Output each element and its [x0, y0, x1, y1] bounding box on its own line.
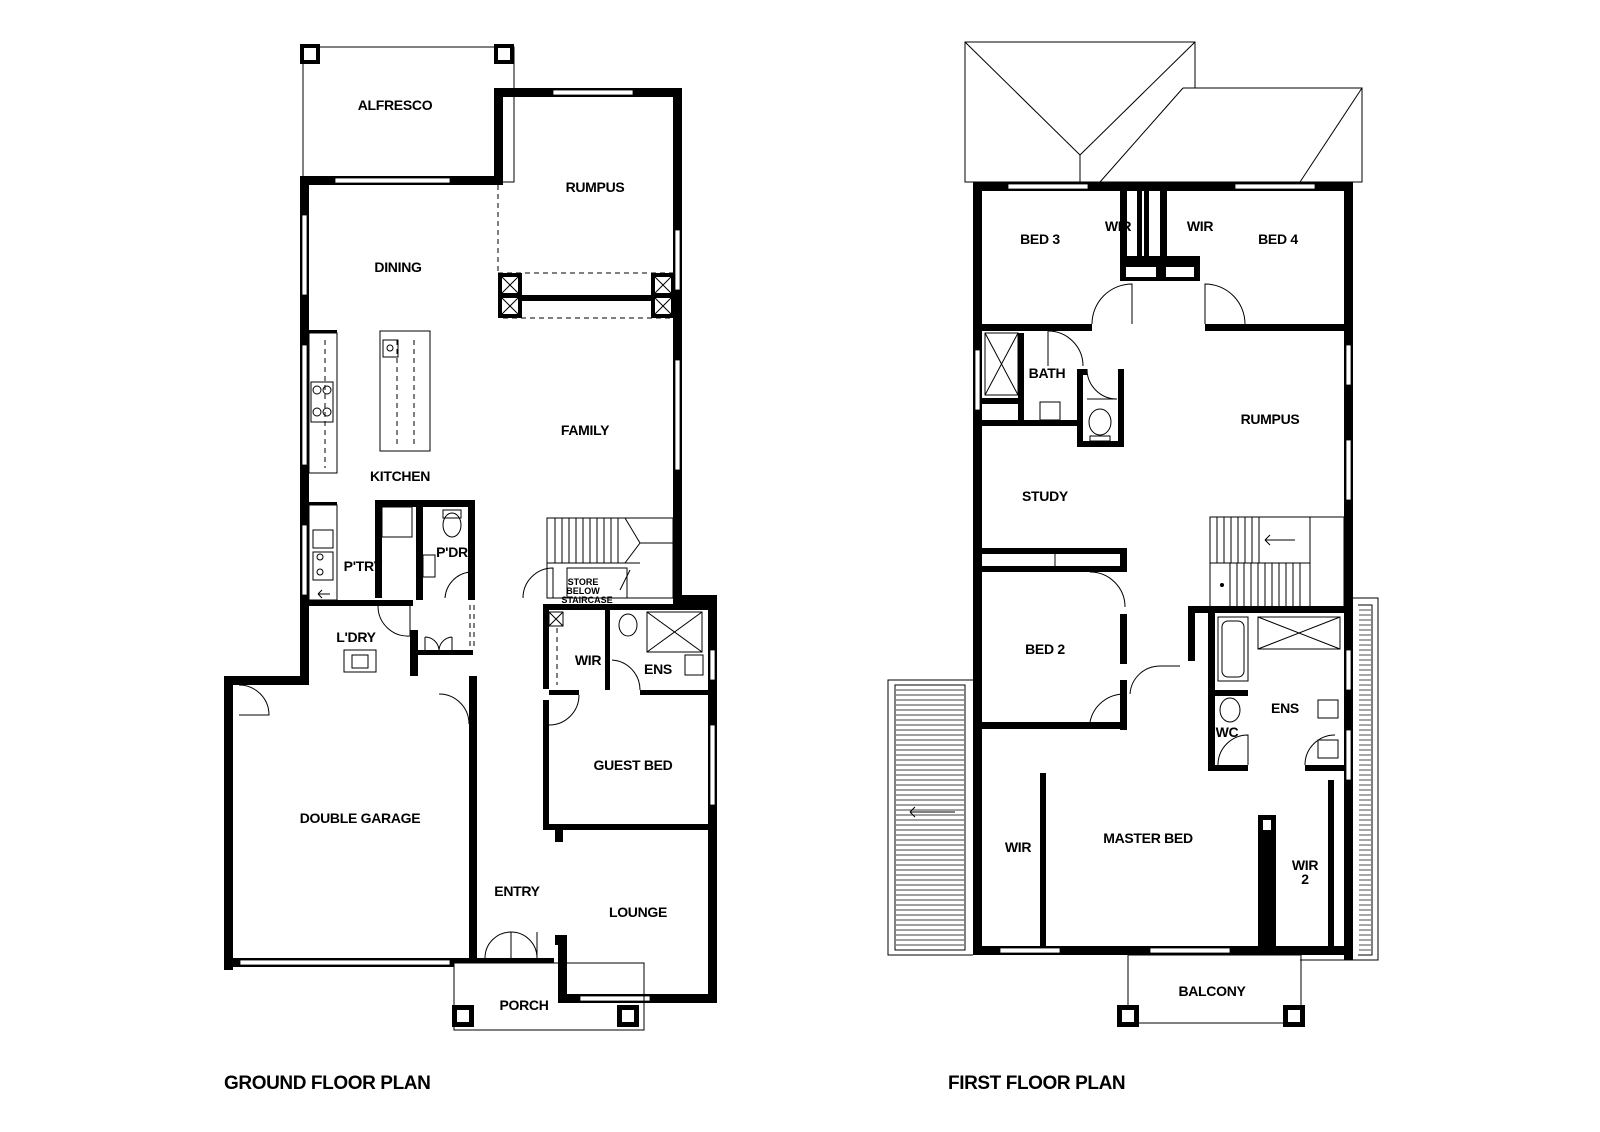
room-label-double-garage: DOUBLE GARAGE [300, 810, 421, 826]
rumpus-opening [497, 185, 675, 319]
first-room-labels: BED 3 WIR WIR BED 4 BATH RUMPUS STUDY BE… [1005, 218, 1319, 999]
first-floor-plan: BED 3 WIR WIR BED 4 BATH RUMPUS STUDY BE… [887, 41, 1379, 1094]
room-label-wir-right: WIR [1187, 218, 1214, 234]
room-label-wir-left: WIR [1105, 218, 1132, 234]
room-label-dining: DINING [374, 259, 422, 275]
alfresco-structure [300, 44, 515, 183]
store-note-line-2: BELOW [566, 586, 600, 596]
room-label-powder: P'DR [436, 544, 468, 560]
room-label-balcony: BALCONY [1178, 983, 1246, 999]
room-label-master-bed: MASTER BED [1103, 830, 1193, 846]
room-label-porch: PORCH [499, 997, 548, 1013]
room-label-rumpus: RUMPUS [566, 179, 625, 195]
balcony-structure [1117, 954, 1305, 1027]
right-deck-hatching [1359, 609, 1371, 951]
store-note-line-1: STORE [568, 577, 599, 587]
room-label-rumpus-upper: RUMPUS [1241, 411, 1300, 427]
room-label-ens-upper: ENS [1271, 700, 1299, 716]
room-label-wc: WC [1216, 724, 1239, 740]
room-label-wir: WIR [575, 652, 602, 668]
room-label-lounge: LOUNGE [609, 904, 667, 920]
master-suite [1040, 773, 1334, 946]
room-label-ens: ENS [644, 661, 672, 677]
room-label-bed2: BED 2 [1025, 641, 1065, 657]
room-label-bed4: BED 4 [1258, 231, 1298, 247]
room-label-laundry: L'DRY [336, 629, 376, 645]
room-label-wir2-line2: 2 [1301, 871, 1309, 887]
store-note-line-3: STAIRCASE [561, 595, 612, 605]
entry-doors [238, 684, 538, 959]
room-label-study: STUDY [1022, 488, 1069, 504]
room-label-bed3: BED 3 [1020, 231, 1060, 247]
kitchen-joinery [308, 330, 431, 474]
ground-windows [239, 89, 716, 1002]
room-label-bath: BATH [1029, 365, 1066, 381]
first-decks [887, 597, 1379, 961]
service-rooms [308, 500, 475, 676]
ground-floor-title: GROUND FLOOR PLAN [224, 1073, 430, 1094]
first-staircase [1209, 516, 1345, 613]
room-label-family: FAMILY [561, 422, 610, 438]
room-label-guest-bed: GUEST BED [594, 757, 673, 773]
room-label-alfresco: ALFRESCO [358, 97, 433, 113]
first-floor-title: FIRST FLOOR PLAN [948, 1073, 1125, 1094]
first-bathroom [982, 330, 1124, 447]
room-label-entry: ENTRY [494, 883, 540, 899]
study-bed2 [982, 548, 1180, 730]
guest-suite [543, 604, 708, 945]
upper-bedrooms [982, 191, 1345, 331]
first-windows [974, 183, 1352, 954]
room-label-kitchen: KITCHEN [370, 468, 430, 484]
first-roof-outline [964, 41, 1363, 183]
porch-structure [452, 962, 645, 1031]
ground-room-labels: ALFRESCO RUMPUS DINING FAMILY KITCHEN P'… [300, 97, 673, 1013]
ground-staircase [522, 517, 674, 599]
left-deck-hatching [896, 689, 964, 946]
room-label-wir-master: WIR [1005, 839, 1032, 855]
master-ensuite [1188, 606, 1344, 771]
room-label-wir2-line1: WIR [1292, 857, 1319, 873]
ground-floor-plan: ALFRESCO RUMPUS DINING FAMILY KITCHEN P'… [224, 44, 717, 1094]
room-label-pantry: P'TRY [344, 558, 384, 574]
